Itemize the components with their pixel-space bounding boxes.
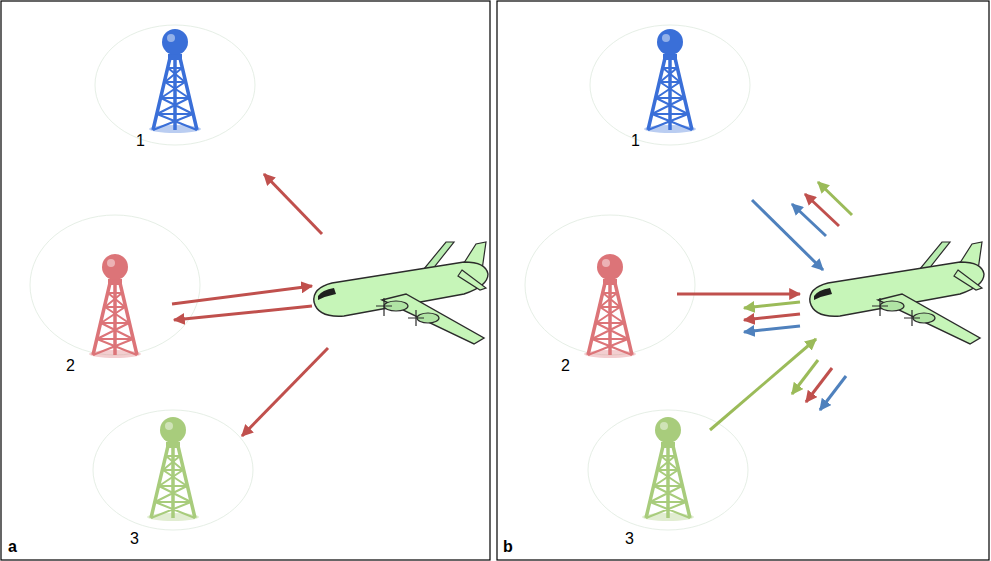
callout-number: 1 bbox=[136, 132, 145, 150]
signal-arrow bbox=[792, 360, 818, 394]
coverage-ring bbox=[95, 25, 255, 145]
callout-number: 2 bbox=[561, 357, 570, 375]
coverage-ring bbox=[588, 410, 748, 530]
signal-arrow bbox=[677, 293, 800, 296]
tower-icon bbox=[584, 254, 636, 358]
signal-arrows bbox=[172, 174, 852, 436]
tower-icon bbox=[147, 417, 199, 521]
signal-arrow bbox=[752, 200, 823, 270]
signal-arrow bbox=[242, 348, 328, 436]
tower-icon bbox=[644, 29, 696, 133]
aircraft-icon bbox=[810, 242, 984, 344]
signal-arrow bbox=[264, 174, 322, 234]
signal-arrow bbox=[174, 306, 312, 320]
callout-number: 2 bbox=[66, 357, 75, 375]
panel-frame bbox=[1, 1, 490, 560]
coverage-ring bbox=[93, 410, 253, 530]
coverage-ring bbox=[590, 25, 750, 145]
callout-number: 1 bbox=[631, 132, 640, 150]
signal-arrow bbox=[744, 326, 800, 332]
tower-icon bbox=[642, 417, 694, 521]
signal-arrow bbox=[818, 182, 852, 215]
coverage-rings bbox=[30, 25, 750, 530]
signal-arrow bbox=[744, 314, 800, 320]
aircraft-icon bbox=[314, 242, 488, 344]
panel-letter: b bbox=[503, 538, 513, 556]
signal-arrow bbox=[806, 368, 832, 402]
panel-frame bbox=[497, 1, 989, 560]
signal-arrow bbox=[744, 302, 800, 308]
callout-number: 3 bbox=[130, 530, 139, 548]
tower-icon bbox=[89, 254, 141, 358]
signal-arrow bbox=[820, 376, 846, 410]
panel-letter: a bbox=[8, 538, 17, 556]
callout-number: 3 bbox=[625, 530, 634, 548]
signal-arrow bbox=[172, 286, 312, 304]
tower-icon bbox=[149, 29, 201, 133]
